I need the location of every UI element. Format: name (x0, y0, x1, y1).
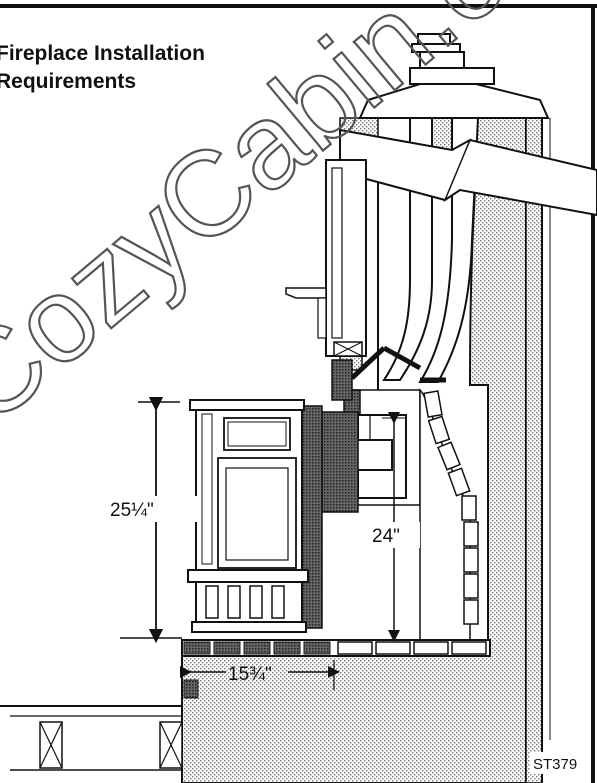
hearth (181, 639, 491, 699)
stove-back-panel (301, 405, 323, 629)
frame (0, 4, 597, 783)
title-line-2: Requirements (0, 70, 137, 93)
liner-break (339, 128, 597, 217)
title-line-1: Fireplace Installation (0, 42, 205, 65)
mantel (285, 159, 367, 357)
code-box (530, 752, 588, 774)
heat-shield (321, 411, 359, 513)
figure-code: ST379 (533, 756, 577, 773)
dim-stove-height (108, 396, 198, 644)
damper-plates (350, 345, 446, 383)
stove-height-label: 25¼" (110, 500, 154, 521)
hearth-extension-label: 15¾" (228, 664, 272, 685)
floor-joists (0, 705, 183, 771)
insert-height-label: 24" (372, 526, 400, 547)
diagram-title: Fireplace Installation Requirements (0, 40, 205, 96)
stove (187, 399, 309, 633)
chimney-cap (358, 33, 550, 119)
dim-hearth-extension (180, 660, 340, 690)
dim-insert-height (368, 412, 420, 642)
